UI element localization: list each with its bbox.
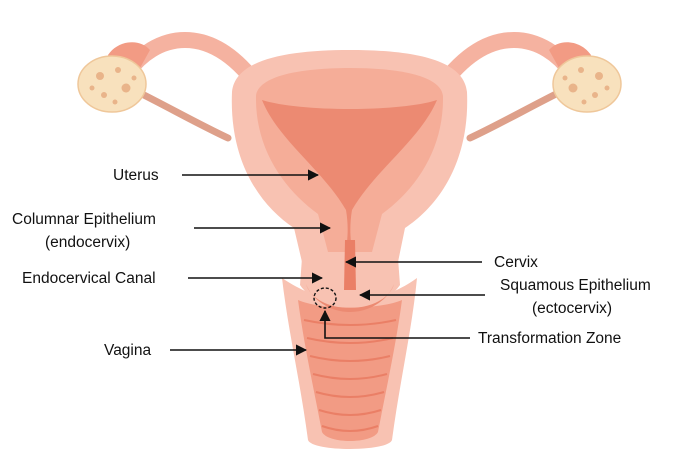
label-vagina: Vagina <box>104 342 151 359</box>
left-ovarian-ligament <box>138 92 228 138</box>
label-endocervix: (endocervix) <box>45 234 130 251</box>
label-uterus: Uterus <box>113 167 159 184</box>
endocervical-canal <box>344 240 356 290</box>
label-endocervical-canal: Endocervical Canal <box>22 270 156 287</box>
right-ovarian-ligament <box>470 92 560 138</box>
right-ovary <box>553 56 621 112</box>
label-ectocervix: (ectocervix) <box>532 300 612 317</box>
label-cervix: Cervix <box>494 254 538 271</box>
label-transformation-zone: Transformation Zone <box>478 330 621 347</box>
label-squamous-epithelium: Squamous Epithelium <box>500 277 651 294</box>
left-ovary <box>78 56 146 112</box>
label-columnar-epithelium: Columnar Epithelium <box>12 211 156 228</box>
